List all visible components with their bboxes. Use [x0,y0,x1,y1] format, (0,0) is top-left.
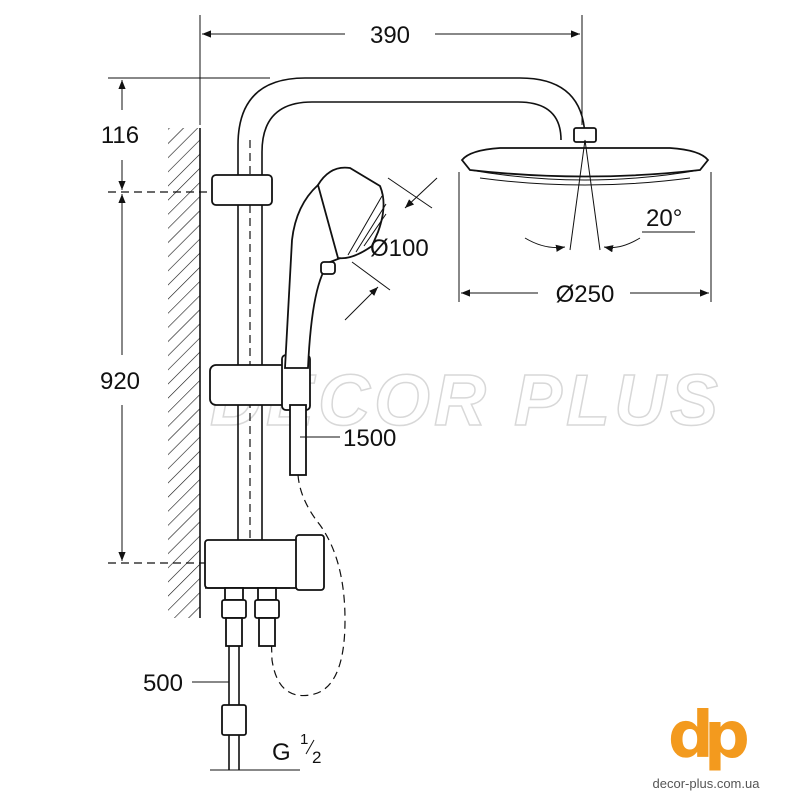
decor-plus-logo: d p decor-plus.com.ua [653,699,761,791]
dim-width-label: 390 [370,22,410,49]
logo-letter-d: d [668,699,714,773]
hand-shower: Ø100 [284,166,438,369]
dim-hose-label: 1500 [343,425,396,452]
dim-thread-num: 1 [300,731,308,748]
dim-angle-label: 20° [646,205,682,232]
logo-site-url: decor-plus.com.ua [653,776,761,791]
dimension-width: 390 [199,15,583,125]
wall [168,128,201,618]
hose: 1500 [269,404,396,697]
dim-head-diameter-label: Ø250 [556,281,615,308]
dim-arm-drop-label: 116 [101,122,139,149]
dim-thread-den: 2 [312,748,321,767]
dim-lower-length-label: 500 [143,670,183,697]
dim-hand-shower-label: Ø100 [370,235,429,262]
shower-head: Ø250 20° [458,127,712,308]
dim-thread-label: G [272,739,291,766]
logo-letter-p: p [704,699,750,773]
connectors: 500 G 1 2 [143,587,321,771]
dim-rail-height-label: 920 [100,368,140,395]
